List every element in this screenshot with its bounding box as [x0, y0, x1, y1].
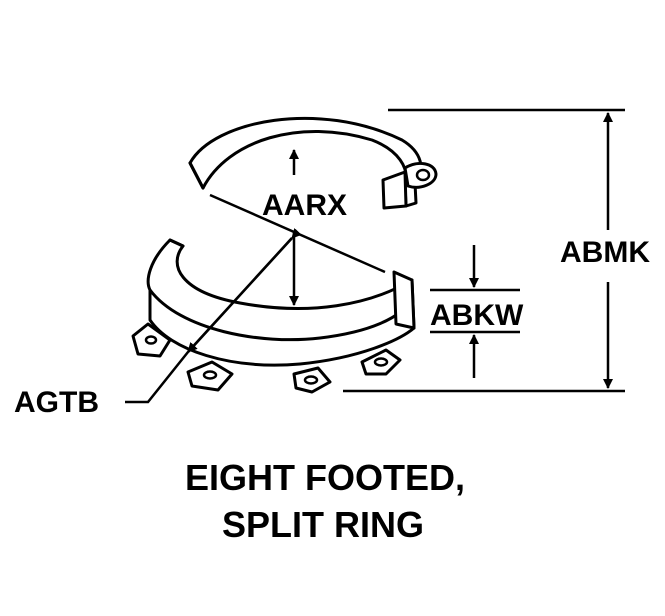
caption-line-2: SPLIT RING: [222, 504, 424, 545]
caption-line-1: EIGHT FOOTED,: [185, 457, 465, 498]
label-abmk: ABMK: [560, 236, 650, 269]
upper-ring-half: [188, 116, 438, 210]
lower-ring-half: [146, 238, 416, 367]
ring-feet: [131, 322, 402, 394]
label-aarx: AARX: [262, 189, 347, 222]
dimension-lines: [125, 108, 625, 404]
label-agtb: AGTB: [14, 386, 99, 419]
label-abkw: ABKW: [430, 299, 524, 332]
